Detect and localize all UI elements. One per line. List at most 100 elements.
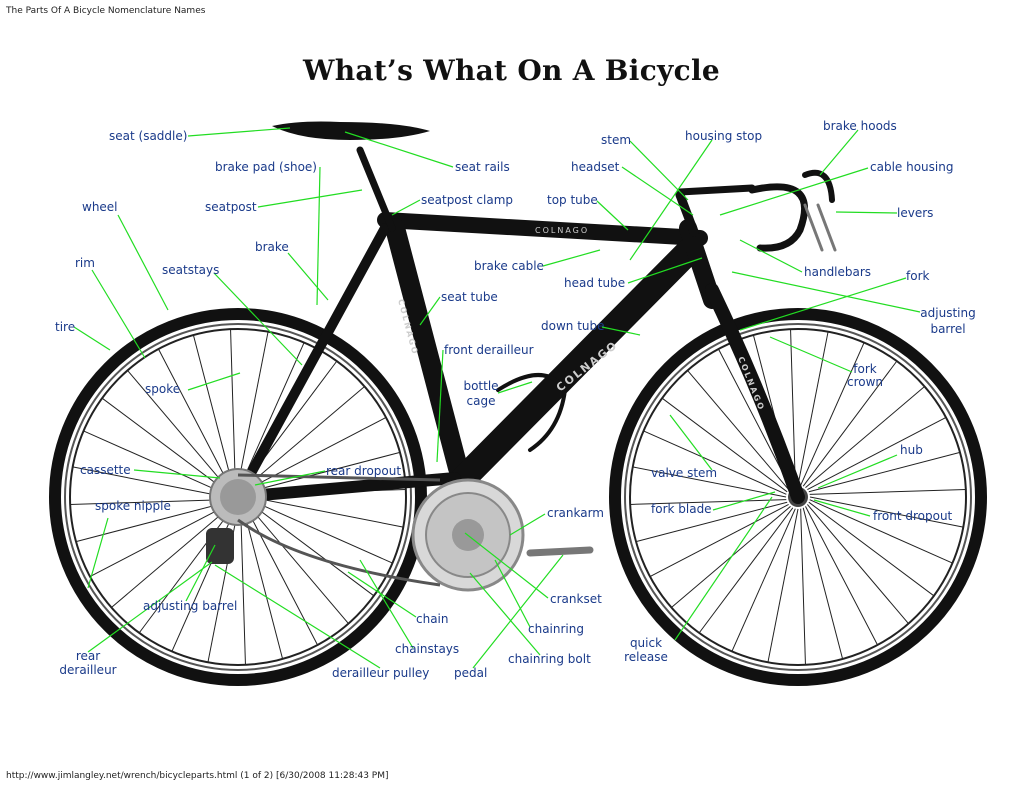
leader-lines [73, 127, 921, 669]
spoke-line [249, 496, 404, 528]
label-fork-crown-line2: crown [846, 375, 884, 389]
label-valve-stem: valve stem [651, 466, 718, 480]
label-handlebars: handlebars [804, 265, 872, 279]
label-chain: chain [416, 612, 449, 626]
label-tire: tire [55, 320, 76, 334]
chain-graphic [237, 473, 441, 587]
label-barrel-line2: barrel [930, 322, 966, 336]
label-adjusting-barrel-rear: adjusting barrel [143, 599, 238, 613]
spoke-line [797, 331, 829, 486]
label-crankarm: crankarm [547, 506, 604, 520]
label-head-tube: head tube [564, 276, 626, 290]
label-quick-line1: quick [629, 636, 663, 650]
spoke-line [809, 499, 953, 564]
label-housing-stop: housing stop [685, 129, 763, 143]
spoke-line [249, 499, 393, 564]
rear-wheel [49, 308, 427, 686]
spoke-line [790, 329, 796, 486]
spoke-line [809, 489, 966, 495]
saddle [272, 121, 430, 140]
label-brake: brake [255, 240, 289, 254]
cassette-graphic [209, 468, 267, 526]
label-stem: stem [601, 133, 632, 147]
label-adjusting-line1: adjusting [920, 306, 976, 320]
label-spoke: spoke [145, 382, 181, 396]
spoke-line [808, 451, 961, 493]
page-title: What’s What On A Bicycle [302, 54, 721, 87]
spoke-line [731, 508, 796, 652]
spoke-line [72, 466, 227, 498]
spoke-line [807, 504, 909, 624]
spoke-line [240, 508, 246, 665]
spoke-line [767, 508, 799, 663]
spoke-line [643, 430, 787, 495]
label-chainstays: chainstays [395, 642, 460, 656]
label-hub: hub [900, 443, 923, 457]
bicycle-frame [232, 146, 837, 557]
page-header: The Parts Of A Bicycle Nomenclature Name… [6, 6, 206, 16]
label-rear-line1: rear [75, 649, 101, 663]
spoke-line [248, 451, 401, 493]
label-rear-dropout: rear dropout [326, 464, 402, 478]
spoke-line [111, 506, 231, 608]
label-wheel: wheel [82, 200, 118, 214]
label-quick-release: quick release [622, 637, 670, 664]
label-rim: rim [75, 256, 95, 270]
label-bottle-line1: bottle [463, 379, 499, 393]
label-bottle-cage: bottle cage [461, 380, 501, 408]
label-brake-cable: brake cable [474, 259, 544, 273]
spoke-line [70, 499, 227, 505]
spoke-line [230, 329, 236, 486]
spoke-line [632, 466, 787, 498]
spoke-line [247, 504, 349, 624]
label-adjusting-barrel-front: adjusting barrel [916, 307, 980, 336]
spoke-line [718, 348, 791, 488]
spoke-line [630, 499, 787, 505]
label-headset: headset [571, 160, 620, 174]
spoke-line [808, 501, 935, 597]
label-cage-line2: cage [466, 394, 496, 408]
spoke-line [800, 508, 806, 665]
label-seat-tube: seat tube [441, 290, 498, 304]
label-front-dropout: front dropout [873, 509, 953, 523]
spoke-line [240, 342, 305, 486]
spoke-line [802, 360, 898, 487]
rear-derailleur-graphic [206, 528, 234, 564]
spoke-line [805, 506, 878, 646]
spoke-line [192, 334, 234, 487]
label-fork-blade: fork blade [651, 502, 712, 516]
label-fork: fork [906, 269, 930, 283]
spoke-line [802, 507, 844, 660]
label-crankset: crankset [550, 592, 602, 606]
spoke-line [245, 386, 365, 488]
spoke-line [661, 397, 788, 493]
label-chainring: chainring [528, 622, 584, 636]
spoke-line [698, 507, 794, 634]
label-seat-rails: seat rails [455, 160, 510, 174]
spoke-line [635, 501, 788, 543]
spoke-line [805, 386, 925, 488]
label-derailleur-pulley: derailleur pulley [332, 666, 430, 680]
spoke-line [807, 417, 947, 490]
spoke-line [89, 504, 229, 577]
label-front-derailleur: front derailleur [444, 343, 534, 357]
label-brake-pad-shoe: brake pad (shoe) [215, 160, 317, 174]
spoke-line [248, 501, 375, 597]
label-spoke-nipple: spoke nipple [95, 499, 171, 513]
label-seat-saddle: seat (saddle) [109, 129, 188, 143]
label-down-tube: down tube [541, 319, 605, 333]
spoke-line [75, 501, 228, 543]
spoke-line [83, 430, 227, 495]
spoke-line [158, 348, 231, 488]
spoke-line [687, 370, 789, 490]
label-seatpost-clamp: seatpost clamp [421, 193, 514, 207]
spoke-line [649, 504, 789, 577]
spoke-line [247, 417, 387, 490]
label-chainring-bolt: chainring bolt [508, 652, 591, 666]
label-levers: levers [897, 206, 934, 220]
spoke-line [237, 331, 269, 486]
label-pedal: pedal [454, 666, 488, 680]
spoke-line [809, 496, 964, 528]
label-fork-crown: fork crown [843, 363, 887, 389]
